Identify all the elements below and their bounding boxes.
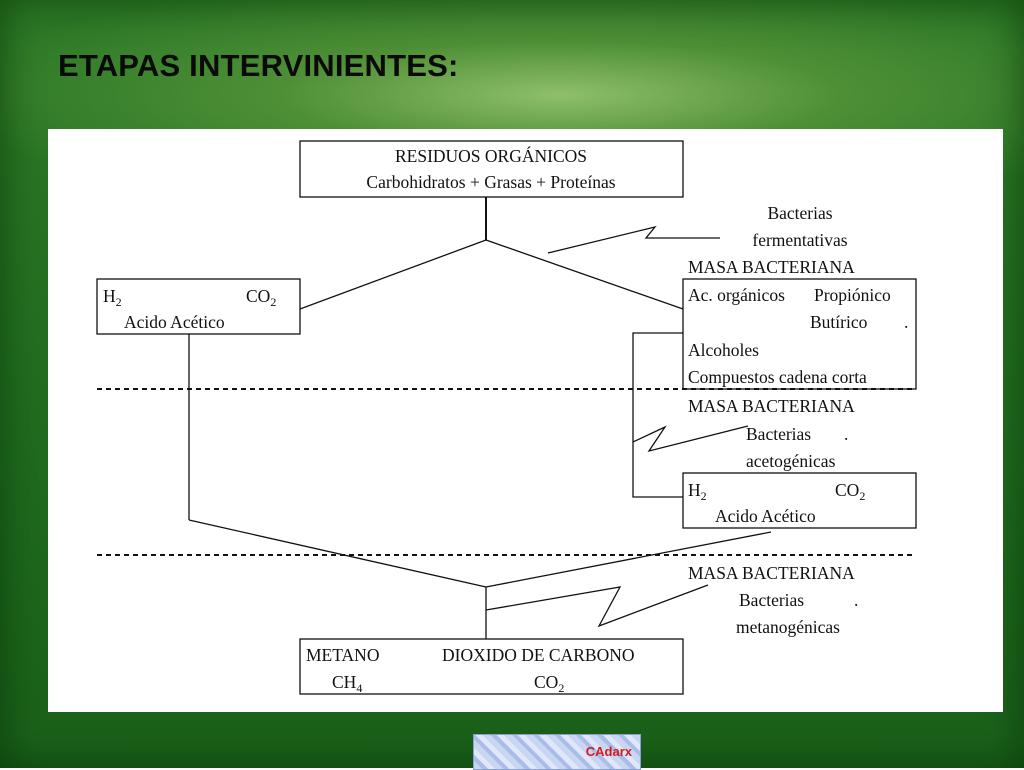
acetogenicas-zigzag bbox=[632, 425, 749, 453]
acido-acetico-right: Acido Acético bbox=[715, 506, 816, 526]
branch-left bbox=[299, 239, 487, 310]
process-diagram: RESIDUOS ORGÁNICOS Carbohidratos + Grasa… bbox=[96, 140, 917, 695]
diagram-panel: RESIDUOS ORGÁNICOS Carbohidratos + Grasa… bbox=[48, 129, 1003, 712]
masa-bacteriana-1: MASA BACTERIANA bbox=[688, 257, 855, 277]
acetogenicas-line2: acetogénicas bbox=[746, 451, 836, 471]
masa-bacteriana-2: MASA BACTERIANA bbox=[688, 396, 855, 416]
left-to-methane bbox=[188, 519, 487, 588]
co2-left-label: CO2 bbox=[246, 286, 276, 309]
acidos-connector bbox=[632, 332, 683, 498]
acido-acetico-left: Acido Acético bbox=[124, 312, 225, 332]
metanogenicas-zigzag bbox=[485, 584, 709, 628]
fermentativas-line2: fermentativas bbox=[752, 230, 847, 250]
right-to-methane bbox=[485, 531, 772, 588]
fermentativas-zigzag bbox=[547, 225, 720, 254]
residuos-box bbox=[299, 140, 684, 198]
footer-logo: CAdarx bbox=[473, 734, 641, 770]
residuos-subtitle: Carbohidratos + Grasas + Proteínas bbox=[366, 172, 615, 192]
ac-organicos: Ac. orgánicos bbox=[688, 285, 785, 305]
final-box bbox=[299, 638, 684, 695]
metanogenicas-line2: metanogénicas bbox=[736, 617, 840, 637]
compuestos-cadena-corta: Compuestos cadena corta bbox=[688, 367, 867, 387]
ch4-label: CH4 bbox=[332, 672, 362, 695]
slide-title: ETAPAS INTERVINIENTES: bbox=[58, 48, 459, 83]
co2-final-label: CO2 bbox=[534, 672, 564, 695]
h2-box-right bbox=[682, 472, 917, 529]
metanogenicas-dot: . bbox=[854, 590, 858, 610]
metano-label: METANO bbox=[306, 645, 379, 665]
metanogenicas-line1: Bacterias bbox=[739, 590, 804, 610]
h2-left-label: H2 bbox=[103, 286, 122, 309]
masa-bacteriana-3: MASA BACTERIANA bbox=[688, 563, 855, 583]
alcoholes: Alcoholes bbox=[688, 340, 759, 360]
residuos-title: RESIDUOS ORGÁNICOS bbox=[395, 146, 587, 166]
acetogenicas-dot: . bbox=[844, 424, 848, 444]
butirico: Butírico bbox=[810, 312, 868, 332]
fermentativas-line1: Bacterias bbox=[767, 203, 832, 223]
h2-right-label: H2 bbox=[688, 480, 707, 503]
dioxido-label: DIOXIDO DE CARBONO bbox=[442, 645, 635, 665]
logo-text: CAdarx bbox=[585, 744, 632, 759]
branch-right bbox=[485, 239, 684, 310]
acetogenicas-line1: Bacterias bbox=[746, 424, 811, 444]
butirico-dot: . bbox=[904, 312, 908, 332]
h2-box-left bbox=[96, 278, 301, 335]
propionico: Propiónico bbox=[814, 285, 891, 305]
co2-right-label: CO2 bbox=[835, 480, 865, 503]
